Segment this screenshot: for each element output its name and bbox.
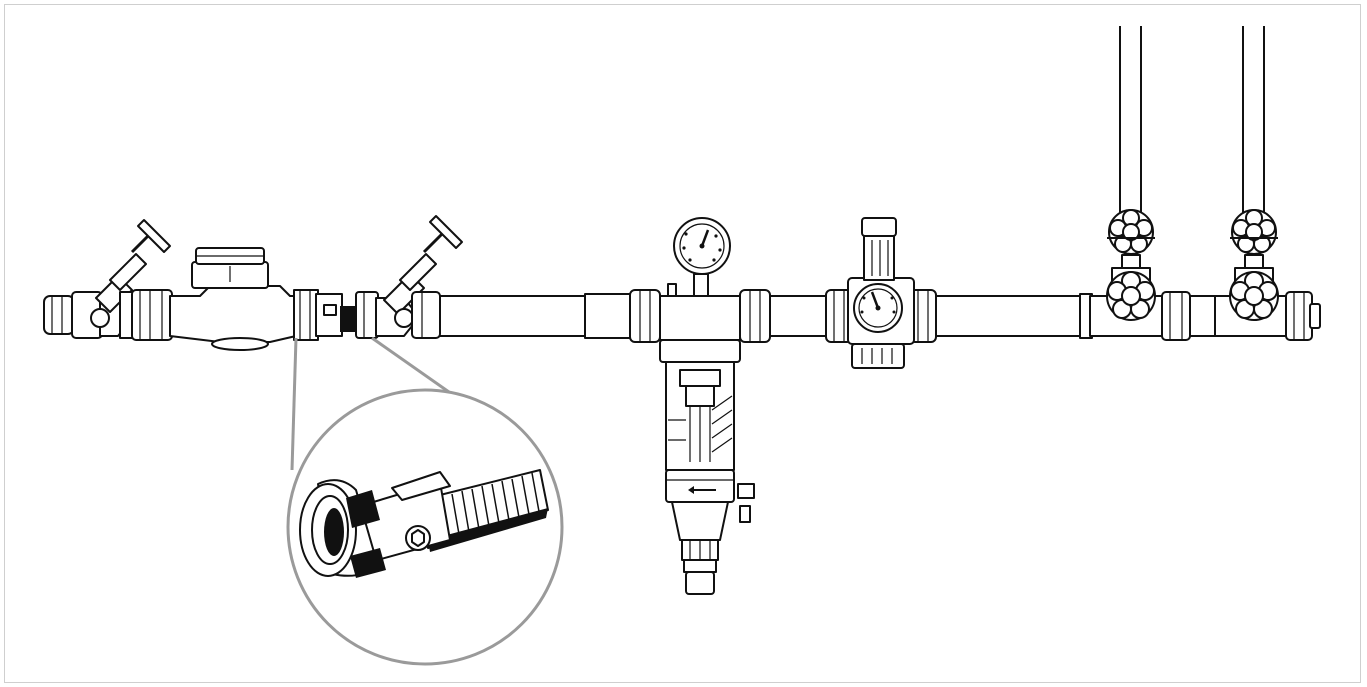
illustration-frame	[4, 4, 1361, 683]
branch-valve-1	[1106, 209, 1156, 321]
end-cap	[1285, 291, 1321, 341]
main-pipe	[436, 293, 1291, 339]
backwash-filter	[629, 217, 771, 595]
magnified-check-valve	[299, 469, 549, 578]
check-valve-fitting	[315, 291, 379, 339]
pressure-reducing-valve	[825, 217, 937, 369]
outlet-stop-valve	[375, 215, 463, 339]
water-meter	[131, 247, 319, 351]
pipe-coupling	[1161, 291, 1191, 341]
branch-valve-2	[1229, 209, 1279, 321]
inlet-stop-valve	[43, 219, 171, 339]
